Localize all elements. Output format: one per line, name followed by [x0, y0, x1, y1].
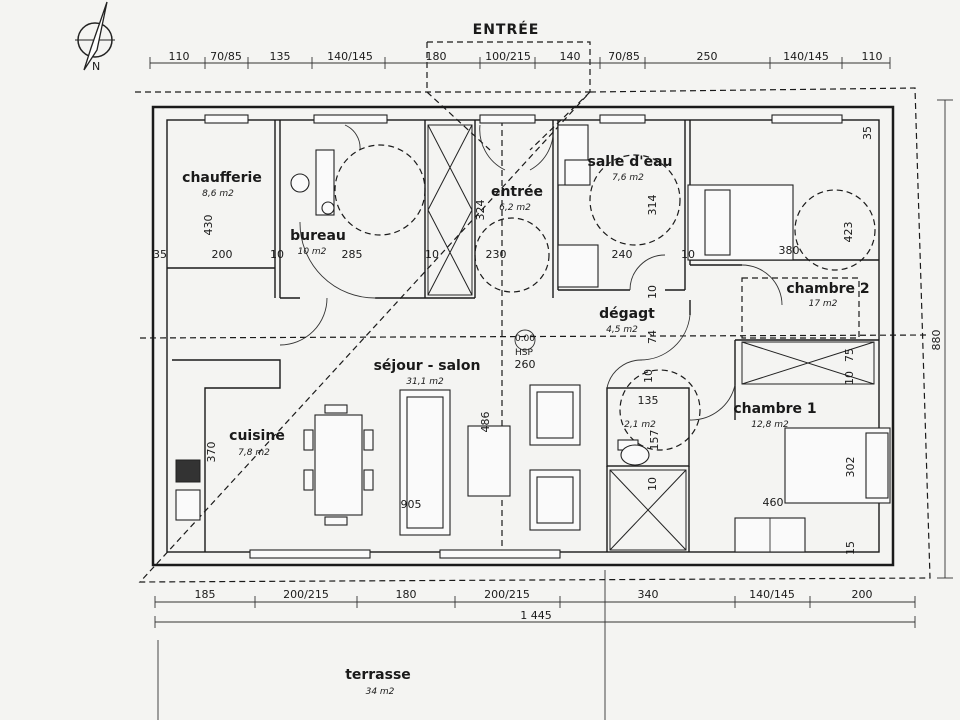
room-area-chambre-2: 17 m2 — [809, 299, 838, 309]
room-area-sejour: 31,1 m2 — [406, 377, 444, 387]
bottom-dim: 200/215 — [484, 588, 530, 601]
entrance-title: ENTRÉE — [473, 21, 540, 38]
inner-dim: 157 — [648, 430, 661, 451]
inner-dim: 423 — [842, 222, 855, 243]
room-name-bureau: bureau — [290, 228, 346, 244]
inner-dim: 10 — [681, 248, 695, 261]
overall-outline — [135, 87, 931, 583]
inner-dim: 240 — [612, 248, 633, 261]
furniture — [175, 124, 891, 536]
room-name-entree: entrée — [491, 184, 543, 200]
terrace-outline — [157, 570, 606, 720]
top-dim: 70/85 — [210, 50, 242, 63]
total-height-dim: 880 — [930, 330, 943, 351]
room-name-salle-eau: salle d'eau — [588, 154, 673, 170]
room-area-salle-eau: 7,6 m2 — [612, 173, 644, 183]
inner-dim: 35 — [861, 126, 874, 140]
room-area-entree: 6,2 m2 — [499, 203, 531, 213]
inner-dim: 10 — [646, 477, 659, 491]
top-dim: 110 — [862, 50, 883, 63]
hsp-height: 260 — [515, 358, 536, 371]
room-area-chambre-1: 12,8 m2 — [751, 420, 789, 430]
top-dim: 140/145 — [327, 50, 373, 63]
bottom-dim: 200 — [852, 588, 873, 601]
storage-closets — [427, 124, 875, 551]
inner-dim: 10 — [270, 248, 284, 261]
room-area-wc: 2,1 m2 — [624, 420, 656, 430]
bottom-dim: 140/145 — [749, 588, 795, 601]
room-area-bureau: 10 m2 — [298, 247, 327, 257]
total-width-dim: 1 445 — [520, 609, 552, 622]
inner-dim: 285 — [342, 248, 363, 261]
inner-dim: 135 — [638, 394, 659, 407]
top-dim: 180 — [426, 50, 447, 63]
inner-dim: 15 — [844, 541, 857, 555]
inner-dim: 314 — [646, 195, 659, 216]
inner-dim: 230 — [486, 248, 507, 261]
inner-dim: 75 — [843, 348, 856, 362]
hsp-value: 0.00 — [515, 334, 535, 344]
inner-dim: 380 — [779, 244, 800, 257]
inner-dim: 905 — [401, 498, 422, 511]
room-name-sejour: séjour - salon — [374, 358, 481, 374]
inner-dim: 200 — [212, 248, 233, 261]
room-labels: chaufferie 8,6 m2 bureau 10 m2 entrée 6,… — [182, 154, 870, 697]
inner-dim: 74 — [646, 330, 659, 344]
hsp-marker: 0.00 HSP 260 — [515, 329, 536, 371]
bottom-dimension-line: 185 200/215 180 200/215 340 140/145 200 … — [154, 588, 916, 628]
room-name-degagt: dégagt — [599, 306, 655, 322]
top-dim: 110 — [169, 50, 190, 63]
bottom-dim: 180 — [396, 588, 417, 601]
inner-dim: 302 — [844, 457, 857, 478]
windows — [204, 114, 843, 559]
room-area-chaufferie: 8,6 m2 — [202, 189, 234, 199]
room-area-cuisine: 7,8 m2 — [238, 448, 270, 458]
north-label: N — [92, 60, 100, 73]
top-dim: 100/215 — [485, 50, 531, 63]
turning-circles — [334, 144, 876, 451]
top-dim: 140 — [560, 50, 581, 63]
inner-dim: 324 — [474, 200, 487, 221]
inner-dim: 430 — [202, 215, 215, 236]
room-area-terrasse: 34 m2 — [366, 687, 395, 697]
hsp-label: HSP — [515, 348, 533, 358]
room-area-degagt: 4,5 m2 — [606, 325, 638, 335]
inner-dim: 10 — [646, 285, 659, 299]
top-dimension-line: 110 70/85 135 140/145 180 100/215 140 70… — [149, 50, 891, 69]
top-dim: 70/85 — [608, 50, 640, 63]
bottom-dim: 200/215 — [283, 588, 329, 601]
top-dim: 250 — [697, 50, 718, 63]
door-swings — [279, 91, 783, 421]
room-name-chaufferie: chaufferie — [182, 170, 262, 186]
room-name-chambre-1: chambre 1 — [733, 401, 816, 417]
right-dimension-line: 880 — [930, 99, 953, 579]
inner-dim: 10 — [843, 371, 856, 385]
top-dim: 140/145 — [783, 50, 829, 63]
inner-dim: 35 — [153, 248, 167, 261]
bottom-dim: 185 — [195, 588, 216, 601]
entrance-porch-outline — [426, 41, 591, 92]
inner-dim: 10 — [425, 248, 439, 261]
inner-dimensions: 430 200 35 10 285 10 324 230 314 240 10 … — [153, 126, 874, 555]
north-arrow-icon: N — [75, 1, 115, 73]
room-name-cuisine: cuisine — [229, 428, 285, 444]
inner-dim: 370 — [205, 442, 218, 463]
room-name-terrasse: terrasse — [345, 667, 411, 683]
inner-dim: 460 — [763, 496, 784, 509]
room-name-chambre-2: chambre 2 — [786, 281, 869, 297]
bottom-dim: 340 — [638, 588, 659, 601]
inner-dim: 486 — [479, 412, 492, 433]
top-dim: 135 — [270, 50, 291, 63]
inner-dim: 10 — [642, 369, 655, 383]
